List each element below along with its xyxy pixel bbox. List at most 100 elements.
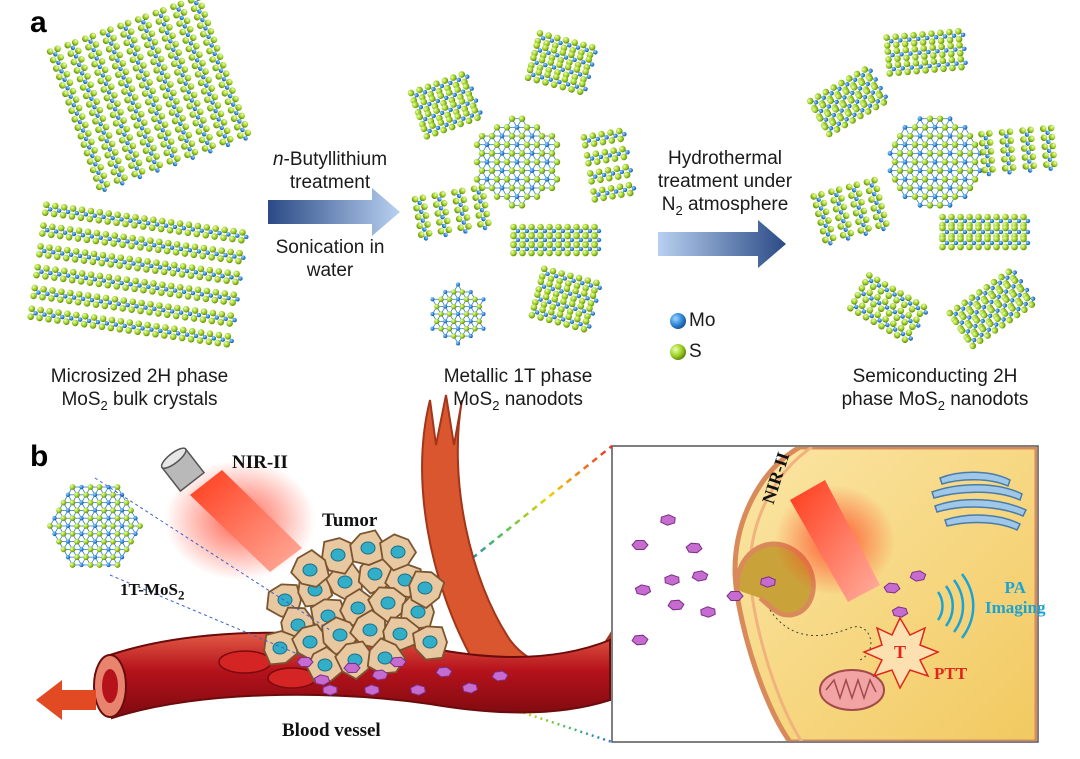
legend-mo-atom [670,313,686,329]
1t-dot-5 [510,223,602,257]
1t-dot-1 [407,71,483,140]
2h-dot-1 [883,27,968,77]
golgi-apparatus [931,471,1028,531]
arrow1-top-rest: -Butyllithium [283,149,388,170]
caption-bulk-l2: MoS [61,389,101,410]
process-arrow-1 [268,188,400,236]
tumor-cell [290,549,331,588]
1t-dot-2 [524,29,598,95]
mos2-nanodot [631,634,649,646]
mos2-nanodot [343,662,361,674]
bulk-crystal-top [46,0,252,192]
mos2-nanodot [883,582,901,594]
mitochondrion [819,669,885,711]
arrow2-sub: 2 [675,202,683,218]
pa-wave-icon [936,573,975,639]
2h-dot-center [887,115,983,209]
tumor-cell [334,640,374,681]
arrow2-label: Hydrothermal treatment under N2 atmosphe… [630,147,820,222]
tumor-cell [321,537,356,575]
tumor-label: Tumor [322,510,378,531]
arrow1-top-label: n-Butyllithium treatment [240,148,420,194]
arrow2-l1: Hydrothermal [667,148,783,169]
1t-dot-3 [580,127,637,203]
caption-right-l2: phase MoS [841,389,938,410]
tumor-cluster [263,529,448,684]
1t-dot-4 [411,184,492,241]
nir-left-label: NIR-II [232,452,288,473]
ptt-burst-icon [862,616,940,690]
mos2-nanodot [760,576,776,588]
tumor-cell [382,616,421,651]
tumor-cell [412,625,448,661]
zoom-line-top [454,445,613,573]
tumor-cell [379,533,418,572]
caption-bulk-crystals: Microsized 2H phase MoS2 bulk crystals [12,365,267,417]
crystal-structures [27,0,1058,350]
caption-right-sub: 2 [937,397,945,413]
mos2-nanodot [435,666,453,678]
vessel-nanodots [296,656,509,696]
inset-line-2 [109,574,301,656]
arrow1-bottom-label: Sonication in water [240,236,420,282]
caption-mid-l2: MoS [453,389,493,410]
panel-b-letter: b [30,440,49,473]
2h-dot-6 [847,271,929,344]
nir-laser-right [790,480,880,602]
mos2-nanodot [631,540,649,550]
caption-bulk-sub: 2 [100,397,108,413]
ptt-t-label: T [894,642,907,662]
mos2-nanodot [296,657,314,667]
2h-dot-2 [806,66,888,138]
tumor-cell [349,609,387,649]
process-arrow-2 [658,220,786,268]
caption-mid-tail: nanodots [499,389,583,410]
pa-l1: PA [1004,578,1026,597]
tumor-cell [408,570,446,610]
pa-l2: Imaging [985,598,1046,617]
legend-s-label: S [689,341,702,362]
mos2-nanodot [726,591,744,601]
1t-dot-center [473,115,561,209]
2h-dot-4 [810,176,890,246]
legend-s-atom [670,344,686,360]
mos2-1t-inset [47,484,143,568]
mos2-label-text: 1T-MoS [120,580,178,599]
1t-dot-6 [430,282,486,346]
2h-dot-5 [939,213,1031,251]
vesicle-trail [769,609,872,661]
mos2-1t-label: 1T-MoS2 [120,580,184,603]
caption-2h-nanodots: Semiconducting 2H phase MoS2 nanodots [810,365,1060,417]
caption-right-l1: Semiconducting 2H [852,366,1018,387]
arrow1-top-l2: treatment [289,172,371,193]
mos2-nanodot [909,570,927,582]
caption-right-tail: nanodots [944,389,1029,410]
mos2-nanodot [891,606,909,618]
caption-mid-sub: 2 [492,397,500,413]
blood-flow-arrow [36,680,96,720]
ptt-label: PTT [934,664,968,683]
pa-imaging-label: PA Imaging [985,578,1045,618]
mos2-nanodot [410,684,426,696]
1t-dot-7 [528,265,602,333]
mos2-nanodot [364,684,380,696]
arrow1-bottom-l1: Sonication in [275,237,385,258]
nir-laser-left [160,447,315,580]
blood-vessel-label: Blood vessel [282,720,381,741]
bulk-crystal-bottom [27,201,249,348]
mos2-nanodot [322,684,338,696]
inset-nanodots [631,514,927,646]
mos2-nanodot [660,514,676,526]
arrow2-l3-tail: atmosphere [682,194,789,215]
caption-1t-nanodots: Metallic 1T phase MoS2 nanodots [398,365,638,417]
caption-bulk-tail: bulk crystals [107,389,218,410]
2h-dot-3 [978,124,1058,177]
mos2-nanodot [691,570,709,582]
arrow2-l2: treatment under [657,171,793,192]
mos2-nanodot [371,669,389,681]
arrow1-bottom-l2: water [306,260,354,281]
inset-line-1 [94,477,331,631]
caption-mid-l1: Metallic 1T phase [443,366,593,387]
mos2-nanodot [634,584,652,596]
